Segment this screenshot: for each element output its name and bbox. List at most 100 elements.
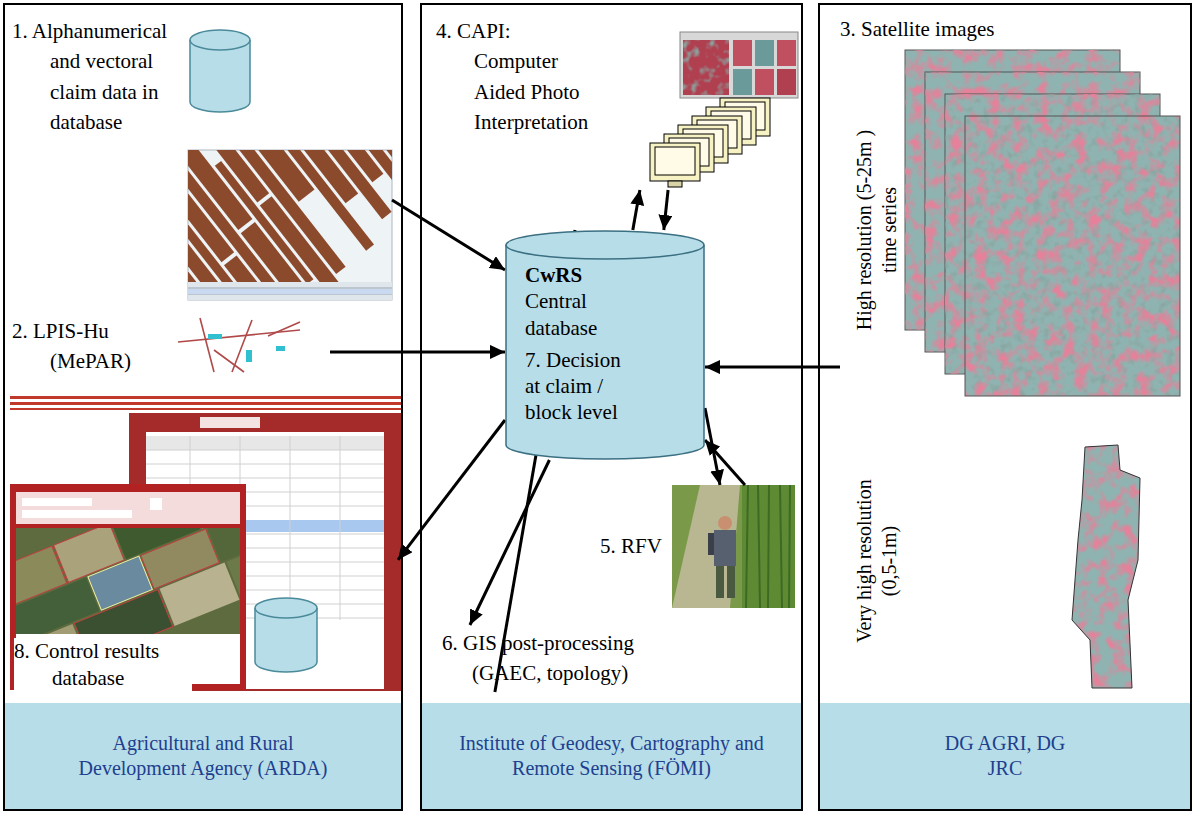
screenshot-part-part [146, 464, 384, 465]
process-box: 4. CAPI: Computer Aided Photo Interpreta… [432, 10, 798, 190]
capi-screenshot-part [733, 69, 752, 95]
screenshot-part [22, 510, 132, 518]
screenshot-part [146, 436, 384, 450]
agency-band: Agricultural and Rural Development Agenc… [5, 703, 401, 809]
system-name: CwRS [525, 262, 637, 288]
database-cylinder: CwRSCentral database7. Decision at claim… [505, 230, 705, 460]
parcel-map-part [188, 150, 392, 282]
parcel-map-part [188, 289, 392, 294]
capi-screenshot-part [755, 40, 774, 66]
axis-label: High resolution (5-25m ) time series [852, 115, 902, 345]
screenshot-part-part [340, 436, 341, 620]
field-photo-part [672, 485, 795, 608]
cylinder-body [506, 231, 704, 459]
field-photo-part-part [780, 485, 782, 608]
process-box: 5. RFV [600, 485, 797, 610]
computer-stack-part [650, 143, 700, 187]
field-photo-part-part [789, 485, 790, 608]
screenshot-part-part [146, 478, 384, 479]
flow-arrow [398, 420, 505, 560]
computer-stack-part-part [655, 147, 695, 175]
field-photo [672, 485, 795, 608]
database-icon-part [255, 608, 317, 618]
capi-screenshot-part [733, 40, 752, 66]
field-photo-part-part [768, 485, 769, 608]
lpis-sketch-part [246, 350, 252, 362]
screenshot-part-part [16, 528, 240, 634]
screenshot-part [200, 417, 260, 428]
lpis-sketch-part [178, 330, 300, 342]
decision-text: 7. Decision at claim / block level [525, 347, 633, 426]
screenshot-part [384, 432, 400, 690]
database-icon-part [190, 30, 250, 112]
vhr-image [1072, 445, 1140, 688]
screenshot-part-part-part [207, 528, 240, 562]
step-text: 1. Alphanumerical and vectoral claim dat… [12, 16, 192, 138]
parcel-map-part [188, 282, 392, 300]
capi-screenshot-part [777, 40, 796, 66]
screenshot-part [22, 498, 92, 506]
process-box: 2. LPIS-Hu (MePAR) [10, 312, 330, 392]
agency-name: Institute of Geodesy, Cartography and Re… [432, 731, 792, 781]
connectors [330, 190, 840, 692]
field-photo-part [672, 485, 740, 608]
vhr-image-part [1072, 445, 1140, 688]
screenshot-part [16, 492, 240, 524]
screenshot-part [150, 498, 162, 510]
screenshot-part-part-part [226, 539, 240, 599]
flow-arrow [330, 350, 505, 353]
agency-panel: Agricultural and Rural Development Agenc… [3, 3, 403, 811]
lpis-sketch-part [232, 320, 252, 372]
agency-name: DG AGRI, DG JRC [940, 731, 1070, 781]
step-text: 4. CAPI: Computer Aided Photo Interpreta… [436, 16, 596, 138]
screenshot-part-part [290, 436, 291, 620]
screenshot-part-part-part [74, 590, 172, 634]
screenshot-part [10, 396, 402, 399]
database-icon [255, 598, 317, 672]
screenshot-part-part-part [160, 563, 240, 626]
step-text: 2. LPIS-Hu (MePAR) [12, 316, 152, 377]
step-text: 8. Control results database [14, 638, 192, 693]
step-text: 6. GIS post-processing (GAEC, topology) [442, 628, 654, 689]
cylinder-rim [506, 245, 704, 259]
database-icon-part [190, 40, 250, 50]
field-photo-part-part [746, 485, 748, 608]
agency-panel: Institute of Geodesy, Cartography and Re… [420, 3, 803, 811]
lpis-sketch-part [208, 334, 222, 339]
field-photo-part [718, 516, 732, 530]
capi-screenshot-part [680, 32, 798, 98]
capi-screenshot [680, 32, 798, 98]
field-photo-part [727, 566, 735, 598]
computer-stack [650, 98, 770, 187]
parcel-map-part-part [188, 150, 392, 282]
computer-stack-part-part [668, 181, 682, 187]
flow-arrow [392, 200, 505, 270]
label-holder: High resolution (5-25m ) time series [852, 60, 902, 400]
database-icon-part [255, 598, 317, 672]
parcel-map-part-part-part [290, 150, 392, 219]
vhr-image-part [1072, 445, 1140, 688]
lpis-sketch [178, 318, 300, 372]
lpis-sketch-part [276, 346, 285, 351]
capi-screenshot-part [755, 69, 774, 95]
screenshot-part [130, 414, 400, 432]
satellite-image-part [965, 116, 1180, 396]
computer-stack-part-part [650, 143, 700, 181]
field-photo-part [714, 530, 736, 566]
agency-name: Agricultural and Rural Development Agenc… [68, 731, 338, 781]
database-box: 8. Control results database [8, 398, 398, 695]
agency-panel: DG AGRI, DG JRC3. Satellite images [818, 3, 1192, 811]
parcel-map-part [188, 288, 392, 289]
field-photo-part-part [758, 485, 760, 608]
satellite-image-part [965, 116, 1180, 396]
lpis-sketch-part [214, 350, 244, 372]
capi-screenshot-part [777, 69, 796, 95]
flow-arrow [664, 190, 668, 230]
axis-label: Very high resolution (0,5-1m) [852, 460, 902, 662]
screenshot-part-part [146, 450, 384, 451]
lpis-sketch-part [268, 322, 300, 336]
screenshot-part [10, 402, 402, 405]
field-photo-part [746, 485, 790, 608]
process-box: 6. GIS post-processing (GAEC, topology) [440, 625, 665, 692]
